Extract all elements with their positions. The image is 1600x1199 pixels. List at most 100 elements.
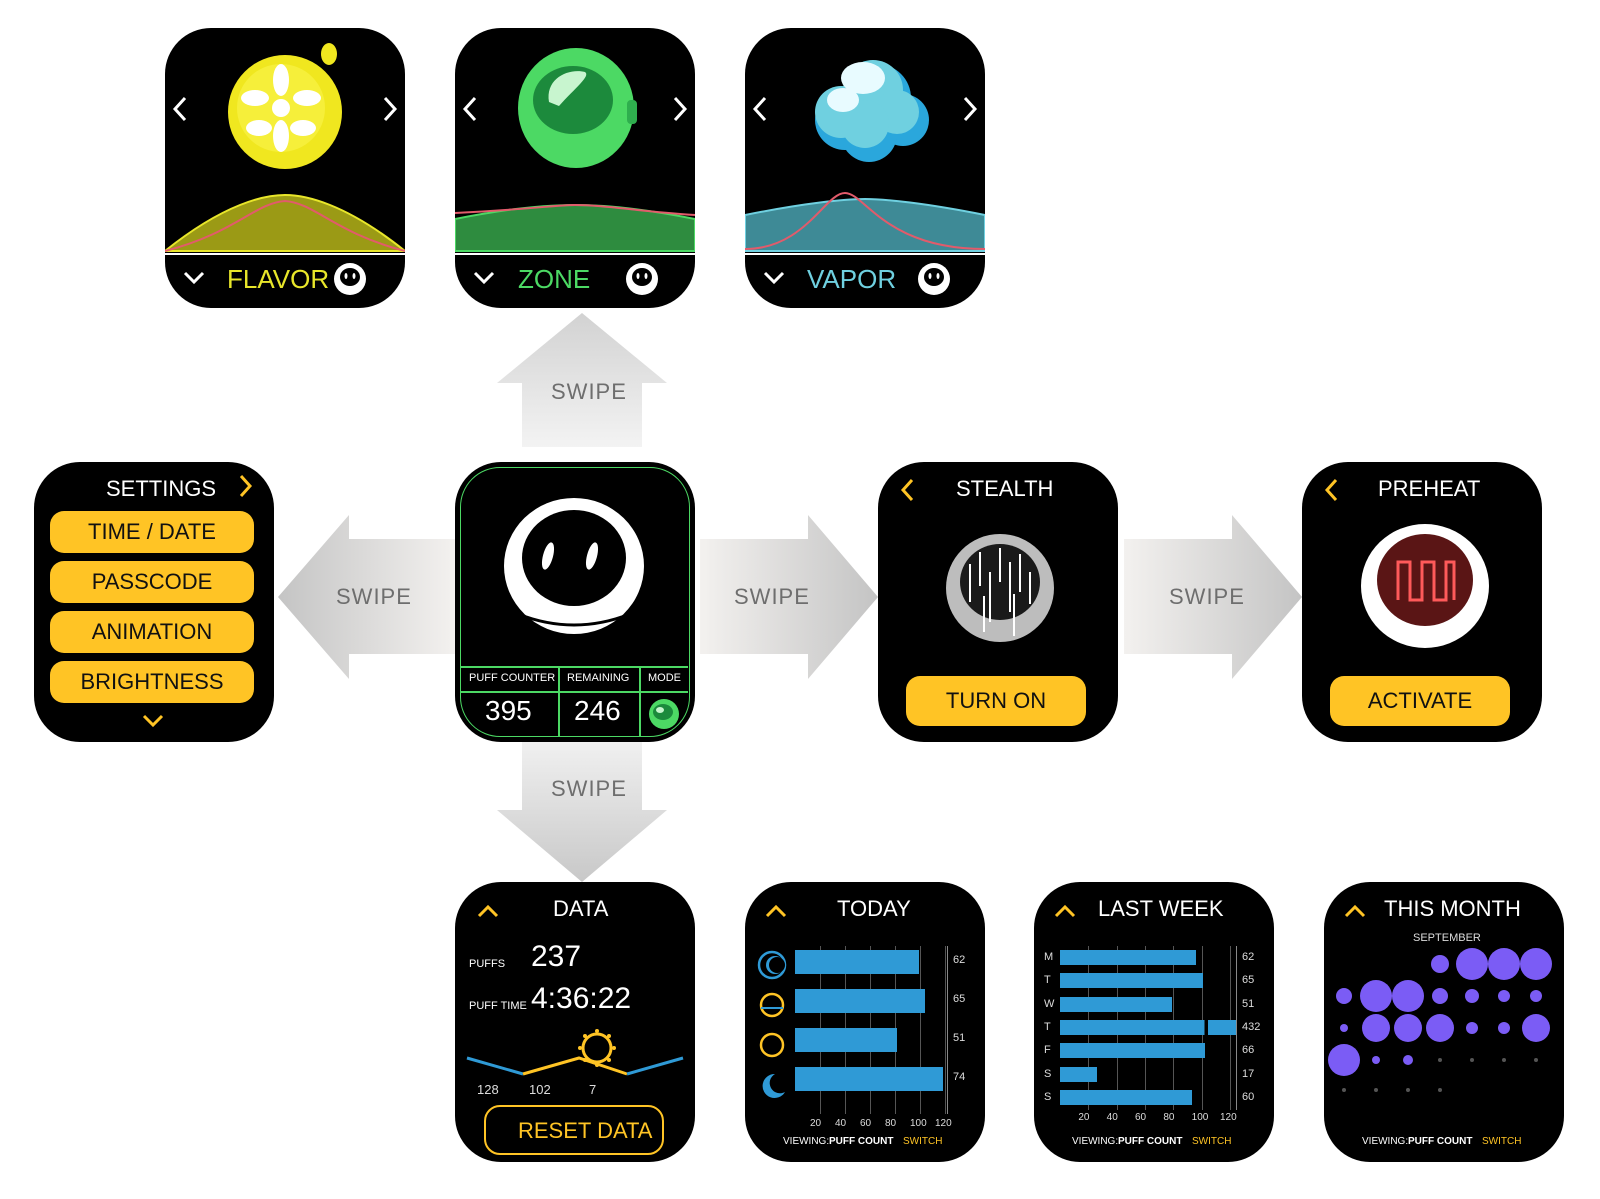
this-month-screen[interactable]: THIS MONTH SEPTEMBER VIEWING: PUFF COUNT…: [1324, 882, 1564, 1162]
puff-counter-value: 395: [485, 695, 532, 726]
day-dot: [1336, 988, 1352, 1004]
day-label: M: [1044, 951, 1054, 963]
value-label: 62: [953, 954, 966, 966]
day-label: T: [1044, 1020, 1051, 1033]
bar: [795, 989, 925, 1013]
value-label: 17: [1242, 1067, 1255, 1080]
reset-data-button[interactable]: RESET DATA: [484, 1105, 664, 1155]
chevron-right-icon[interactable]: [669, 94, 689, 124]
back-chevron-icon[interactable]: [1324, 478, 1340, 502]
remaining-value: 246: [574, 695, 621, 726]
day-dot: [1406, 1088, 1410, 1092]
chevron-left-icon[interactable]: [751, 94, 771, 124]
day-dot: [1342, 1088, 1346, 1092]
chevron-down-icon[interactable]: [183, 271, 205, 285]
tick-label: 60: [1135, 1112, 1147, 1123]
day-dot: [1498, 990, 1510, 1002]
viewing-value: PUFF COUNT: [1408, 1136, 1473, 1147]
axis-line: [1236, 946, 1237, 1110]
chevron-right-icon[interactable]: [379, 94, 399, 124]
chevron-up-icon[interactable]: [1054, 904, 1076, 918]
mode-label-vapor: VAPOR: [807, 264, 897, 294]
day-label: S: [1044, 1067, 1052, 1080]
bar: [795, 950, 919, 974]
switch-button[interactable]: SWITCH: [903, 1136, 943, 1147]
reset-data-label: RESET DATA: [518, 1118, 653, 1143]
tick-label: 80: [885, 1118, 897, 1129]
day-cycle-line: [466, 1056, 684, 1076]
tick-label: 100: [1191, 1112, 1209, 1123]
bar: [1060, 1066, 1098, 1082]
chevron-right-icon[interactable]: [959, 94, 979, 124]
puffs-value: 237: [531, 940, 582, 973]
turn-on-button[interactable]: TURN ON: [906, 676, 1086, 726]
animation-button[interactable]: ANIMATION: [50, 611, 254, 653]
remaining-label: REMAINING: [567, 672, 630, 684]
day-dot: [1466, 1022, 1478, 1034]
settings-screen[interactable]: SETTINGS TIME / DATE PASSCODE ANIMATION …: [34, 462, 274, 742]
this-month-title: THIS MONTH: [1384, 896, 1521, 921]
tick-label: 60: [860, 1118, 872, 1129]
day-dot: [1530, 990, 1542, 1002]
puff-time-label: PUFF TIME: [469, 1000, 527, 1012]
mode-screen-vapor[interactable]: VAPOR: [745, 28, 985, 308]
home-screen[interactable]: PUFF COUNTER REMAINING MODE 395 246: [455, 462, 695, 742]
chevron-left-icon[interactable]: [171, 94, 191, 124]
chevron-down-icon[interactable]: [142, 714, 164, 728]
chevron-up-icon[interactable]: [477, 904, 499, 918]
swipe-label-down: SWIPE: [551, 776, 627, 801]
day-dot: [1470, 1058, 1474, 1062]
bar: [795, 1028, 897, 1052]
preheat-helmet-icon: [1361, 524, 1489, 648]
data-screen[interactable]: DATA PUFFS 237 PUFF TIME 4:36:22 128 102…: [455, 882, 695, 1162]
mode-screen-flavor[interactable]: FLAVOR: [165, 28, 405, 308]
zone-mode-icon[interactable]: [648, 698, 680, 730]
astronaut-helmet-icon: [504, 498, 644, 634]
astronaut-icon[interactable]: [333, 262, 367, 296]
chevron-up-icon[interactable]: [1344, 904, 1366, 918]
mode-screen-zone[interactable]: ZONE: [455, 28, 695, 308]
value-label: 74: [953, 1071, 966, 1083]
chevron-down-icon[interactable]: [473, 271, 495, 285]
sun-icon: [759, 1032, 785, 1058]
astronaut-icon[interactable]: [625, 262, 659, 296]
grid-line: [920, 946, 921, 1114]
puff-counter-label: PUFF COUNTER: [469, 672, 556, 684]
astronaut-icon[interactable]: [917, 262, 951, 296]
chevron-right-icon[interactable]: [238, 474, 254, 498]
activate-button[interactable]: ACTIVATE: [1330, 676, 1510, 726]
day-label: S: [1044, 1090, 1052, 1103]
switch-button[interactable]: SWITCH: [1482, 1136, 1522, 1147]
data-title: DATA: [553, 896, 609, 921]
data-value-1: 128: [477, 1082, 499, 1097]
brightness-button[interactable]: BRIGHTNESS: [50, 661, 254, 703]
day-dot: [1328, 1044, 1360, 1076]
time-date-button[interactable]: TIME / DATE: [50, 511, 254, 553]
value-label: 51: [1242, 997, 1255, 1010]
stealth-screen[interactable]: STEALTH TURN ON: [878, 462, 1118, 742]
grid-line: [945, 946, 946, 1114]
viewing-value: PUFF COUNT: [1118, 1136, 1183, 1147]
day-dot: [1498, 1022, 1510, 1034]
preheat-screen[interactable]: PREHEAT ACTIVATE: [1302, 462, 1542, 742]
chevron-left-icon[interactable]: [461, 94, 481, 124]
passcode-button[interactable]: PASSCODE: [50, 561, 254, 603]
day-dot: [1520, 948, 1552, 980]
sunrise-icon: [759, 992, 785, 1018]
switch-button[interactable]: SWITCH: [1192, 1136, 1232, 1147]
back-chevron-icon[interactable]: [900, 478, 916, 502]
bar: [1060, 1089, 1192, 1105]
day-dot: [1534, 1058, 1538, 1062]
day-label: F: [1044, 1044, 1051, 1057]
day-dot: [1522, 1014, 1550, 1042]
puff-time-value: 4:36:22: [531, 982, 632, 1015]
mode-label-flavor: FLAVOR: [227, 264, 330, 294]
chevron-up-icon[interactable]: [765, 904, 787, 918]
mode-label: MODE: [648, 672, 681, 684]
chevron-down-icon[interactable]: [763, 271, 785, 285]
day-dot: [1438, 1058, 1442, 1062]
